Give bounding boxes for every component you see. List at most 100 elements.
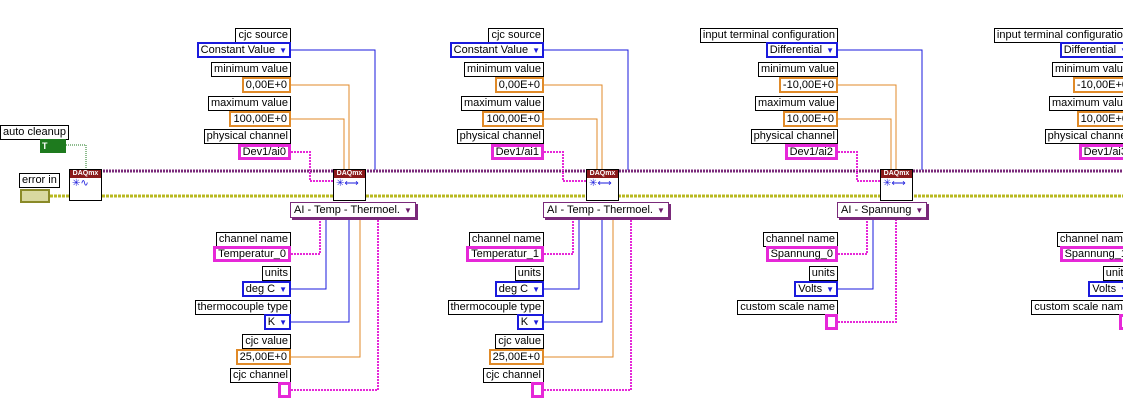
cjc-value-constant[interactable]: 25,00E+0	[235, 349, 291, 365]
maximum-value-constant[interactable]: 100,00E+0	[482, 111, 544, 127]
input-wire	[291, 219, 379, 391]
input-terminal-configuration-enum-constant[interactable]: Differential▼	[1059, 42, 1123, 58]
channel-name-constant[interactable]: Temperatur_0	[213, 246, 291, 262]
units-value: Volts	[798, 283, 823, 295]
input-terminal-configuration-enum-constant[interactable]: Differential▼	[765, 42, 838, 58]
maximum-value-value: 10,00E+0	[1080, 113, 1123, 125]
channel-name-constant[interactable]: Spannung_0	[765, 246, 838, 262]
input-terminal-configuration-label: input terminal configuration	[993, 28, 1123, 43]
channel-name-constant[interactable]: Spannung_1	[1059, 246, 1123, 262]
thermocouple-type-enum-constant[interactable]: K▼	[263, 314, 291, 330]
units-enum-constant[interactable]: deg C▼	[241, 281, 291, 297]
dropdown-arrow-icon[interactable]: ▼	[532, 46, 540, 55]
dropdown-arrow-icon[interactable]: ▼	[532, 318, 540, 327]
dropdown-arrow-icon[interactable]: ▼	[279, 46, 287, 55]
channel-name-constant[interactable]: Temperatur_1	[466, 246, 544, 262]
units-value: deg C	[245, 283, 276, 295]
maximum-value-constant[interactable]: 10,00E+0	[1076, 111, 1123, 127]
input-wire	[838, 219, 874, 290]
thermocouple-type-enum-constant[interactable]: K▼	[516, 314, 544, 330]
physical-channel-value: Dev1/ai1	[495, 146, 539, 158]
maximum-value-label: maximum value	[207, 96, 291, 111]
auto-cleanup-label: auto cleanup	[0, 125, 69, 140]
dropdown-arrow-icon[interactable]: ▼	[1120, 46, 1123, 55]
cjc-channel-label: cjc channel	[482, 368, 544, 383]
dropdown-arrow-icon[interactable]: ▼	[1120, 285, 1123, 294]
physical-channel-constant[interactable]: Dev1/ai3	[1078, 144, 1123, 160]
cjc-channel-constant[interactable]	[278, 382, 291, 398]
cjc-value-value: 25,00E+0	[239, 351, 287, 363]
dropdown-arrow-icon[interactable]: ▼	[279, 285, 287, 294]
input-wire	[291, 219, 350, 323]
channel-wire	[838, 151, 880, 182]
minimum-value-constant[interactable]: -10,00E+0	[1072, 77, 1123, 93]
minimum-value-constant[interactable]: 0,00E+0	[241, 77, 291, 93]
input-wire	[544, 219, 614, 358]
polymorphic-selector[interactable]: AI - Temp - Thermoel.▼	[290, 202, 416, 218]
input-wire	[544, 118, 598, 170]
thermocouple-type-label: thermocouple type	[447, 300, 544, 315]
daqmx-create-task-node[interactable]: DAQmx ✳∿	[69, 169, 102, 201]
units-enum-constant[interactable]: Volts▼	[794, 281, 838, 297]
maximum-value-constant[interactable]: 100,00E+0	[229, 111, 291, 127]
physical-channel-constant[interactable]: Dev1/ai0	[237, 144, 291, 160]
cjc-value-value: 25,00E+0	[492, 351, 540, 363]
cjc-channel-constant[interactable]	[531, 382, 544, 398]
channel-name-label: channel name	[1056, 232, 1123, 247]
maximum-value-value: 10,00E+0	[786, 113, 834, 125]
physical-channel-constant[interactable]: Dev1/ai1	[490, 144, 544, 160]
pulse-icon: ✳⟷	[589, 178, 612, 189]
input-wire	[838, 219, 897, 323]
daqmx-create-channel-node[interactable]: DAQmx✳⟷	[333, 169, 366, 201]
maximum-value-constant[interactable]: 10,00E+0	[782, 111, 838, 127]
polymorphic-selector[interactable]: AI - Temp - Thermoel.▼	[543, 202, 669, 218]
input-wire	[544, 219, 580, 290]
dropdown-arrow-icon[interactable]: ▼	[826, 285, 834, 294]
input-wire	[838, 84, 897, 170]
cjc-value-label: cjc value	[242, 334, 291, 349]
dropdown-arrow-icon[interactable]: ▼	[826, 46, 834, 55]
dropdown-arrow-icon[interactable]: ▼	[279, 318, 287, 327]
polymorphic-selector[interactable]: AI - Spannung▼	[837, 202, 928, 218]
maximum-value-value: 100,00E+0	[233, 113, 287, 125]
minimum-value-label: minimum value	[758, 62, 838, 77]
input-wire	[291, 219, 327, 290]
physical-channel-value: Dev1/ai0	[242, 146, 286, 158]
input-wire	[544, 84, 603, 170]
thermocouple-type-label: thermocouple type	[194, 300, 291, 315]
minimum-value-constant[interactable]: -10,00E+0	[778, 77, 838, 93]
cjc-channel-label: cjc channel	[229, 368, 291, 383]
physical-channel-constant[interactable]: Dev1/ai2	[784, 144, 838, 160]
physical-channel-value: Dev1/ai3	[1083, 146, 1123, 158]
minimum-value-value: -10,00E+0	[782, 79, 834, 91]
minimum-value-label: minimum value	[211, 62, 291, 77]
dropdown-arrow-icon[interactable]: ▼	[403, 206, 412, 215]
dropdown-arrow-icon[interactable]: ▼	[532, 285, 540, 294]
cjc-source-enum-constant[interactable]: Constant Value▼	[196, 42, 291, 58]
polymorphic-selector-value: AI - Temp - Thermoel.	[547, 204, 653, 216]
input-wire	[291, 118, 345, 170]
daqmx-create-channel-node[interactable]: DAQmx✳⟷	[880, 169, 913, 201]
units-enum-constant[interactable]: Volts▼	[1088, 281, 1123, 297]
minimum-value-label: minimum value	[1052, 62, 1123, 77]
units-enum-constant[interactable]: deg C▼	[494, 281, 544, 297]
channel-name-value: Temperatur_1	[471, 248, 539, 260]
cjc-value-constant[interactable]: 25,00E+0	[488, 349, 544, 365]
minimum-value-constant[interactable]: 0,00E+0	[494, 77, 544, 93]
daqmx-create-channel-node[interactable]: DAQmx✳⟷	[586, 169, 619, 201]
channel-name-label: channel name	[215, 232, 291, 247]
cjc-source-label: cjc source	[235, 28, 291, 43]
channel-name-value: Spannung_0	[770, 248, 833, 260]
physical-channel-label: physical channel	[750, 129, 838, 144]
auto-cleanup-constant[interactable]: T	[40, 139, 66, 153]
channel-name-value: Spannung_1	[1064, 248, 1123, 260]
physical-channel-label: physical channel	[203, 129, 291, 144]
units-label: units	[1102, 266, 1123, 281]
dropdown-arrow-icon[interactable]: ▼	[915, 206, 924, 215]
input-wire	[838, 118, 892, 170]
custom-scale-name-constant[interactable]	[1119, 314, 1123, 330]
dropdown-arrow-icon[interactable]: ▼	[656, 206, 665, 215]
error-in-control[interactable]	[20, 189, 50, 203]
cjc-source-enum-constant[interactable]: Constant Value▼	[449, 42, 544, 58]
custom-scale-name-constant[interactable]	[825, 314, 838, 330]
